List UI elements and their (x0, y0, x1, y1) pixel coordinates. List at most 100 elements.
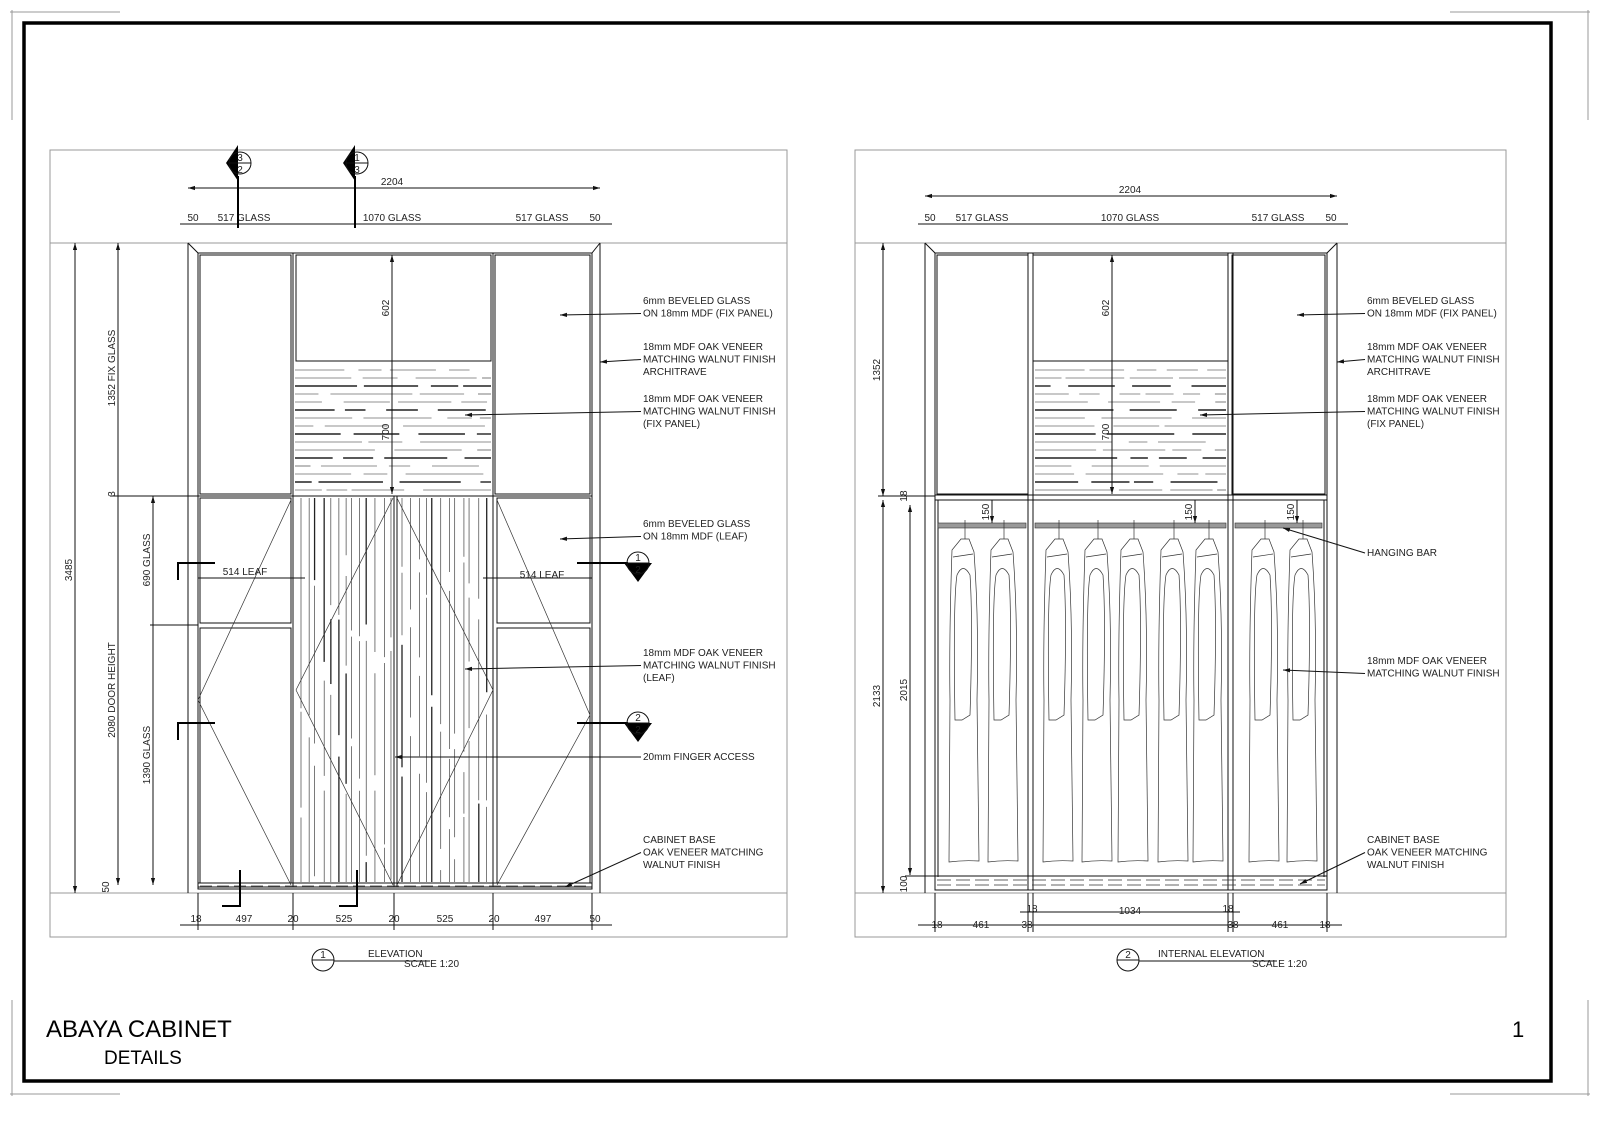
upper-glass-dim: 690 GLASS (142, 533, 153, 586)
svg-text:3: 3 (237, 153, 243, 164)
hanging-height-dim: 2015 (899, 678, 910, 701)
note-line: OAK VENEER MATCHING (1367, 848, 1488, 859)
top-dim: 50 (187, 213, 199, 224)
top-dim: 1070 GLASS (363, 213, 422, 224)
top-dim: 517 GLASS (218, 213, 271, 224)
partitions (937, 253, 1325, 890)
fix-glass-left (936, 254, 1029, 495)
shelf-dim: 18 (899, 490, 910, 502)
top-dim: 50 (1325, 213, 1337, 224)
leader-line (564, 852, 642, 888)
leader-line (559, 312, 642, 317)
center-glass-dim: 602 (1101, 299, 1112, 316)
overall-height-dim: 3485 (64, 558, 75, 581)
garment (1248, 520, 1280, 863)
bottom-dim: 20 (388, 914, 400, 925)
annotation-note: 18mm MDF OAK VENEER MATCHING WALNUT FINIS… (464, 394, 776, 430)
bottom-dim: 50 (589, 914, 601, 925)
svg-text:2: 2 (237, 165, 243, 176)
gap-dim: 3 (107, 491, 118, 497)
cabinet-outline (197, 252, 593, 888)
garment-outline (1081, 538, 1113, 863)
view-scale: SCALE 1:20 (1252, 959, 1307, 970)
note-line: 18mm MDF OAK VENEER (1367, 394, 1487, 405)
section-cut-marks (177, 562, 358, 907)
bar-drop-dim: 150 (981, 503, 992, 520)
garment (1286, 520, 1318, 863)
top-dim: 50 (589, 213, 601, 224)
note-line: 6mm BEVELED GLASS (643, 296, 751, 307)
elevation-view: 2204 50 517 GLASS 1070 GLASS 517 GLASS 5… (49, 145, 788, 972)
note-line: (LEAF) (643, 673, 675, 684)
bar-drop-dim: 150 (1286, 503, 1297, 520)
bottom-dim: 20 (488, 914, 500, 925)
top-dim: 50 (924, 213, 936, 224)
annotation-note: 18mm MDF OAK VENEER MATCHING WALNUT FINIS… (1199, 394, 1500, 430)
bottom-dim: 461 (973, 920, 990, 931)
bottom-dim: 497 (236, 914, 253, 925)
shelf (934, 494, 1328, 501)
garment-outline (1192, 538, 1224, 863)
note-line: MATCHING WALNUT FINISH (1367, 669, 1500, 680)
bottom-dim: 20 (287, 914, 299, 925)
bottom-dim: 38 (1227, 920, 1239, 931)
cabinet-base (935, 875, 1327, 891)
note-line: (FIX PANEL) (643, 419, 700, 430)
note-line: 18mm MDF OAK VENEER (643, 648, 763, 659)
fix-panel-wood-grain (1035, 369, 1226, 491)
note-line: 18mm MDF OAK VENEER (1367, 342, 1487, 353)
garment (1192, 520, 1224, 863)
sheet-subtitle: DETAILS (104, 1048, 182, 1069)
note-line: MATCHING WALNUT FINISH (1367, 355, 1500, 366)
note-line: 18mm MDF OAK VENEER (643, 342, 763, 353)
svg-text:2: 2 (635, 713, 641, 724)
svg-text:2: 2 (635, 725, 641, 736)
fix-glass-right (494, 254, 591, 495)
garment-outline (1248, 538, 1280, 863)
view-scale: SCALE 1:20 (404, 959, 459, 970)
note-line: 18mm MDF OAK VENEER (643, 394, 763, 405)
view-title: INTERNAL ELEVATION (1158, 949, 1265, 960)
leader-line (1282, 668, 1366, 674)
bottom-dim: 525 (336, 914, 353, 925)
note-line: ARCHITRAVE (1367, 367, 1431, 378)
garment-outline (948, 538, 980, 863)
note-line: MATCHING WALNUT FINISH (643, 407, 776, 418)
center-panel-dim: 700 (381, 423, 392, 440)
note-line: 18mm MDF OAK VENEER (1367, 656, 1487, 667)
note-line: ON 18mm MDF (LEAF) (643, 532, 747, 543)
note-line: WALNUT FINISH (1367, 860, 1444, 871)
garment-outline (987, 538, 1019, 863)
top-dim: 517 GLASS (956, 213, 1009, 224)
annotation-note: 20mm FINGER ACCESS (395, 752, 755, 763)
garment-outline (1157, 538, 1189, 863)
corner-marks (10, 10, 1590, 1096)
leader-line (464, 665, 642, 671)
fix-glass-left (199, 254, 292, 495)
overall-width-dim: 2204 (1119, 185, 1142, 196)
internal-title-block: 2 INTERNAL ELEVATION SCALE 1:20 (1116, 948, 1307, 972)
view-frame (49, 149, 788, 938)
sheet-title: ABAYA CABINET (46, 1016, 232, 1043)
annotation-note: HANGING BAR (1282, 527, 1437, 559)
cabinet-base (197, 882, 593, 890)
fix-panel-wood-grain (295, 369, 491, 491)
bar-drop-dim: 150 (1184, 503, 1195, 520)
bottom-dim: 18 (931, 920, 943, 931)
note-line: HANGING BAR (1367, 548, 1437, 559)
svg-text:1: 1 (320, 950, 326, 961)
base-dim: 100 (899, 875, 910, 892)
leader-line (464, 411, 642, 417)
fix-glass-dim: 1352 FIX GLASS (107, 329, 118, 406)
note-line: ON 18mm MDF (FIX PANEL) (1367, 309, 1497, 320)
note-line: MATCHING WALNUT FINISH (1367, 407, 1500, 418)
note-line: WALNUT FINISH (643, 860, 720, 871)
inner-dim: 18 (1222, 904, 1234, 915)
bottom-dim: 497 (535, 914, 552, 925)
leader-line (1299, 852, 1366, 885)
note-line: CABINET BASE (643, 835, 716, 846)
